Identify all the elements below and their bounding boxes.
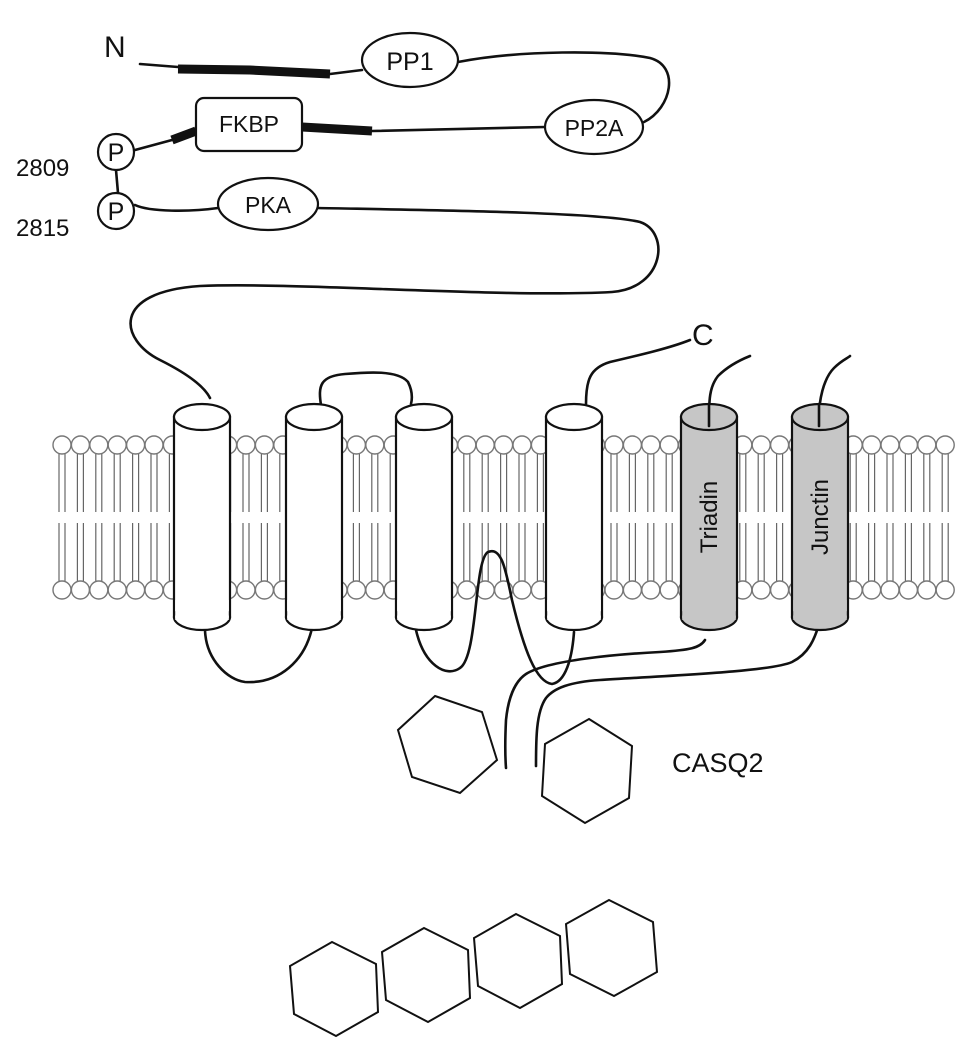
transmembrane-helix-4 (544, 402, 604, 632)
lipid-head (107, 580, 127, 600)
lipid-head (751, 580, 771, 600)
lipid-head (144, 580, 164, 600)
triadin-label: Triadin (696, 481, 723, 553)
lipid-head (144, 435, 164, 455)
lipid-head (52, 580, 72, 600)
lipid-head (604, 580, 624, 600)
pp1-label: PP1 (386, 48, 433, 76)
lipid-head (917, 435, 937, 455)
lipid-head (236, 435, 256, 455)
channel-loops (203, 338, 852, 770)
lipid-head (457, 435, 477, 455)
lipid-head (622, 435, 643, 455)
lipid-head (604, 435, 624, 455)
lipid-head (898, 580, 919, 600)
junctin-helix (790, 402, 850, 632)
lipid-head (769, 580, 790, 600)
phosphosite-2815 (96, 191, 136, 231)
n-terminal-chain (114, 51, 671, 400)
pp1-protein (360, 31, 460, 89)
lipid-head (475, 435, 495, 455)
n-terminus-label: N (104, 31, 126, 64)
lipid-head (52, 435, 72, 455)
c-terminus-label: C (692, 319, 714, 352)
lipid-head (641, 580, 661, 600)
lipid-head (659, 580, 679, 600)
lipid-head (125, 580, 146, 600)
lipid-head (70, 435, 91, 455)
transmembrane-helix-3 (394, 402, 454, 632)
lipid-head (254, 435, 275, 455)
pp2a-label: PP2A (565, 115, 624, 141)
lipid-head (512, 435, 532, 455)
lipid-head (751, 435, 771, 455)
lipid-head (70, 580, 91, 600)
lipid-head (917, 580, 937, 600)
phosphosite-2815-label: P (108, 198, 125, 226)
transmembrane-helix-2 (284, 402, 344, 632)
junctin-label: Junctin (807, 479, 834, 555)
lipid-head (769, 435, 790, 455)
lipid-head (457, 580, 477, 600)
pka-label: PKA (245, 192, 292, 218)
lipid-head (861, 435, 882, 455)
residue-2815-label: 2815 (16, 215, 69, 242)
lipid-head (89, 580, 109, 600)
pka-protein (216, 176, 320, 232)
pp2a-protein (543, 98, 645, 156)
lipid-head (365, 435, 385, 455)
lipid-head (898, 435, 919, 455)
lipid-head (880, 435, 900, 455)
lipid-head (365, 580, 385, 600)
lipid-head (659, 435, 679, 455)
lipid-head (254, 580, 275, 600)
lipid-head (861, 580, 882, 600)
fkbp-protein (194, 96, 304, 153)
lipid-head (346, 580, 367, 600)
lipid-head (880, 580, 900, 600)
triadin-helix (679, 402, 739, 632)
phosphosite-2809-label: P (108, 139, 125, 167)
lipid-head (512, 580, 532, 600)
fkbp-label: FKBP (219, 111, 279, 137)
lipid-head (493, 435, 514, 455)
lipid-head (641, 435, 661, 455)
lipid-head (346, 435, 367, 455)
calsequestrin-polymer (288, 898, 659, 1038)
phosphosite-2809 (96, 132, 136, 172)
lipid-head (125, 435, 146, 455)
transmembrane-helix-1 (172, 402, 232, 632)
calsequestrin-monomers (396, 694, 634, 825)
lipid-head (935, 435, 955, 455)
residue-2809-label: 2809 (16, 155, 69, 182)
lipid-head (935, 580, 955, 600)
casq2-label: CASQ2 (672, 748, 764, 778)
lipid-head (236, 580, 256, 600)
lipid-head (107, 435, 127, 455)
lipid-head (89, 435, 109, 455)
lipid-head (622, 580, 643, 600)
